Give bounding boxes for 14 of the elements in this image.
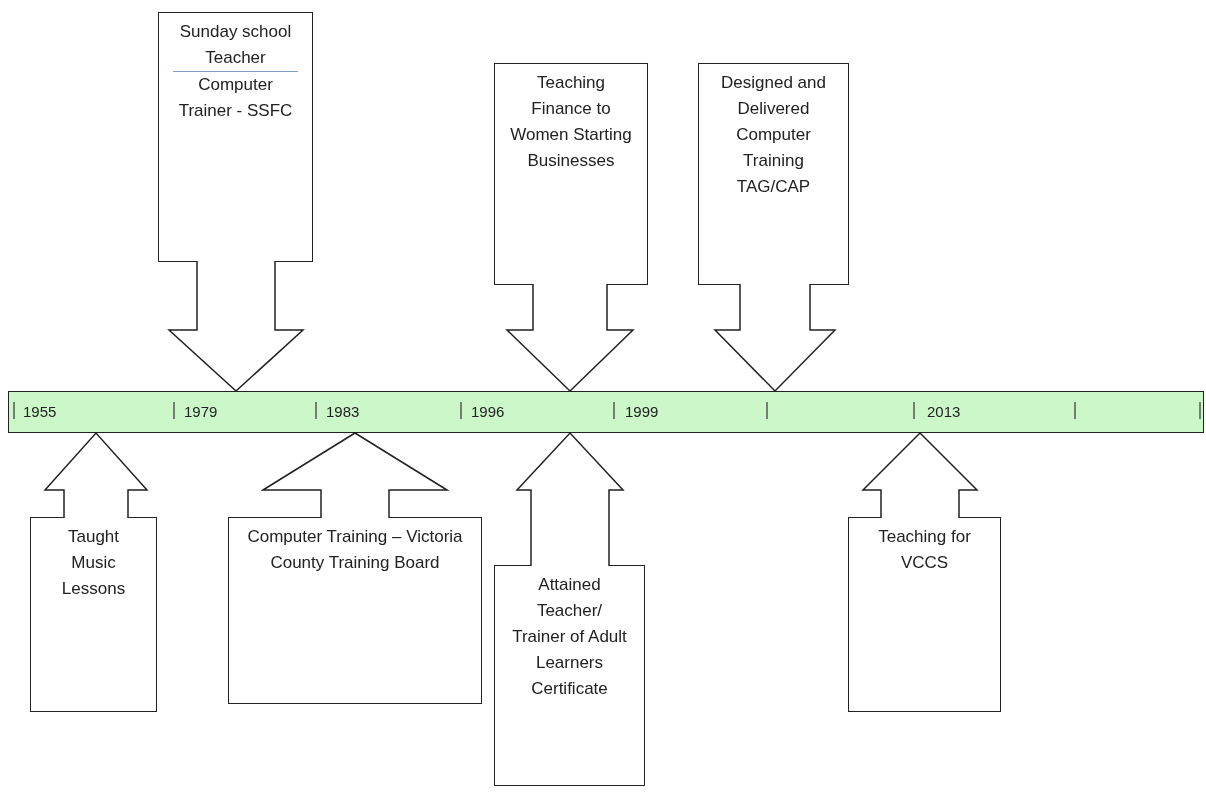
- event-box: Teaching for VCCS: [848, 517, 1001, 712]
- year-label: 1979: [184, 402, 218, 422]
- year-label: 2013: [927, 402, 961, 422]
- event-box: Designed and Delivered Computer Training TAG/CAP: [698, 63, 849, 285]
- year-label: 1996: [471, 402, 505, 422]
- year-label: 1955: [23, 402, 57, 422]
- event-box: Teaching Finance to Women Starting Businesses: [494, 63, 648, 285]
- event-box: Attained Teacher/ Trainer of Adult Learners Certificate: [494, 565, 645, 786]
- event-box: Sunday school Teacher Computer Trainer - SSFC: [158, 12, 313, 262]
- event-box: Taught Music Lessons: [30, 517, 157, 712]
- event-box: Computer Training – Victoria County Training Board: [228, 517, 482, 704]
- year-label: 1983: [326, 402, 360, 422]
- year-label: 1999: [625, 402, 659, 422]
- timeline-bar: [8, 391, 1204, 433]
